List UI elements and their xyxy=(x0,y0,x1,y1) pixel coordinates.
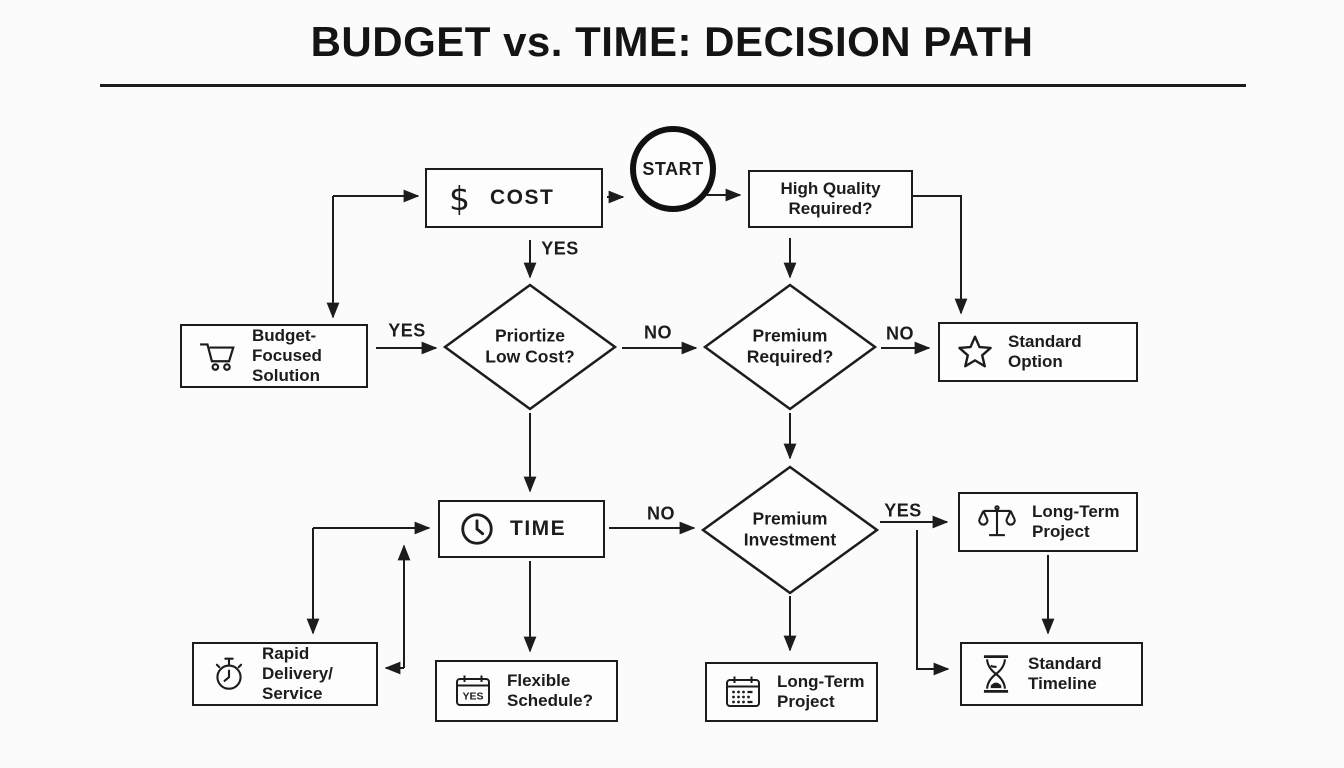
edge-label-no-premium-required: NO xyxy=(886,323,914,344)
premium-investment-diamond xyxy=(700,465,880,595)
cost-label: COST xyxy=(490,185,555,209)
edge-label-yes-budget: YES xyxy=(388,320,426,341)
edge-label-no-time: NO xyxy=(647,503,675,524)
start-node: START xyxy=(630,126,716,212)
edge-label-yes-premium-investment: YES xyxy=(884,500,922,521)
high-quality-node: High Quality Required? xyxy=(748,170,913,228)
calendar-yes-icon: YES xyxy=(456,675,490,706)
premium-required-label: Premium Required? xyxy=(746,325,834,367)
time-node: TIME xyxy=(438,500,605,558)
budget-focused-node: Budget-Focused Solution xyxy=(180,324,368,388)
edge-yes-branch-to-standard-timeline xyxy=(916,530,950,676)
budget-focused-label: Budget-Focused Solution xyxy=(252,325,322,386)
edge-label-yes-cost: YES xyxy=(541,238,579,259)
high-quality-label: High Quality Required? xyxy=(780,178,881,218)
long-term-project-top-node: Long-Term Project xyxy=(958,492,1138,552)
edge-high-quality-to-standard-option xyxy=(913,195,968,315)
prioritize-low-cost-diamond xyxy=(442,283,618,411)
time-label: TIME xyxy=(510,516,567,540)
long-term-project-bottom-node: Long-Term Project xyxy=(705,662,878,722)
calendar-dots-icon xyxy=(726,676,760,707)
standard-timeline-label: Standard Timeline xyxy=(1028,653,1102,693)
title-divider xyxy=(100,84,1246,87)
cart-icon xyxy=(200,343,235,371)
rapid-delivery-label: Rapid Delivery/ Service xyxy=(262,643,333,704)
flexible-schedule-node: YES Flexible Schedule? xyxy=(435,660,618,722)
prioritize-low-cost-label: Priortize Low Cost? xyxy=(485,325,575,367)
scales-icon xyxy=(978,505,1016,537)
dollar-icon: $ xyxy=(449,178,470,218)
edge-label-no-prioritize: NO xyxy=(644,322,672,343)
long-term-project-top-label: Long-Term Project xyxy=(1032,501,1120,541)
start-label: START xyxy=(642,158,704,179)
standard-option-label: Standard Option xyxy=(1008,331,1082,371)
page-title: BUDGET vs. TIME: DECISION PATH xyxy=(310,18,1034,65)
premium-required-diamond xyxy=(702,283,878,411)
long-term-project-bottom-label: Long-Term Project xyxy=(777,671,865,711)
stopwatch-icon xyxy=(215,657,243,690)
standard-option-node: Standard Option xyxy=(938,322,1138,382)
star-icon xyxy=(958,335,992,368)
premium-investment-label: Premium Investment xyxy=(743,508,837,550)
standard-timeline-node: Standard Timeline xyxy=(960,642,1143,706)
rapid-delivery-node: Rapid Delivery/ Service xyxy=(192,642,378,706)
hourglass-icon xyxy=(983,655,1009,693)
calendar-yes-text: YES xyxy=(462,691,483,703)
clock-icon xyxy=(461,513,493,545)
cost-node: $ COST xyxy=(425,168,603,228)
flexible-schedule-label: Flexible Schedule? xyxy=(507,670,593,710)
